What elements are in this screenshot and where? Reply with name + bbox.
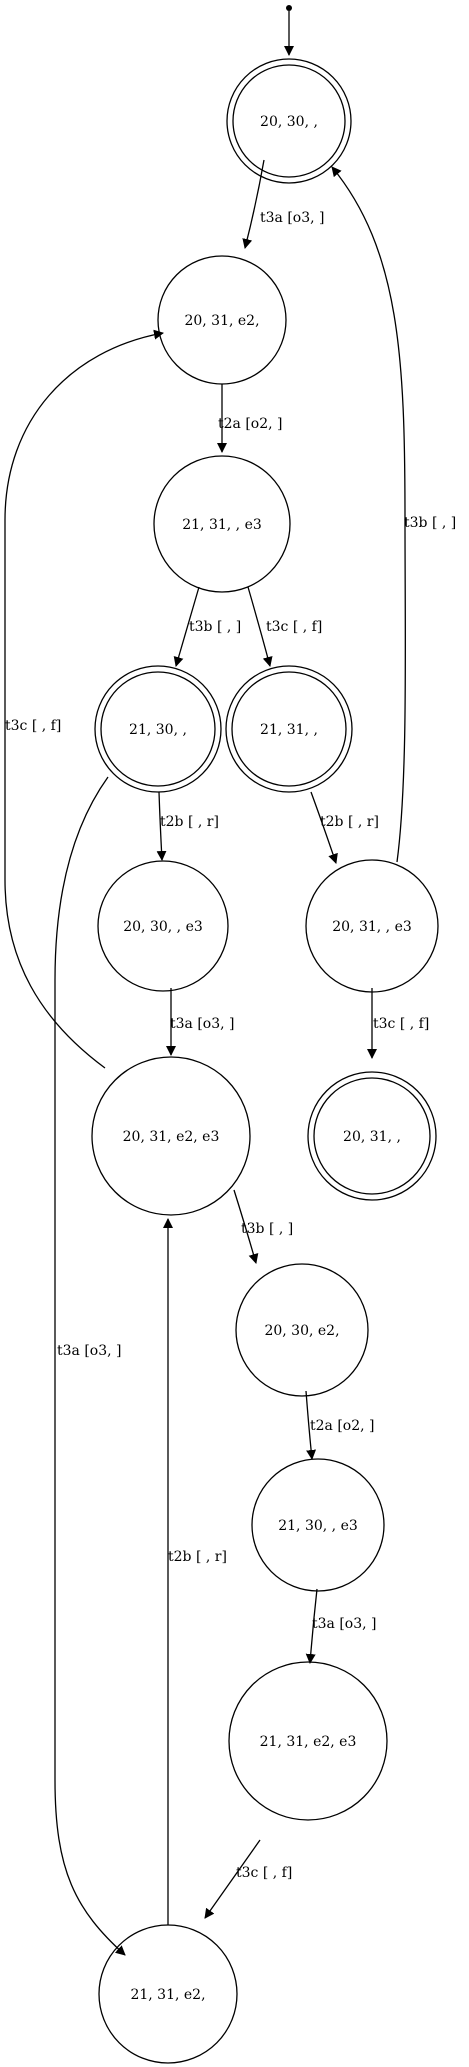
state-label: 20, 31, , e3: [332, 919, 412, 935]
edge-e10: t3c [ , f]: [4, 329, 164, 1069]
state-label: 20, 31, e2,: [184, 313, 259, 329]
edge-e6: t2b [ , r]: [310, 791, 379, 864]
state-n4: 21, 30, ,: [94, 665, 222, 793]
state-n1: 20, 30, ,: [226, 58, 352, 184]
edge-e7: t3b [ , ]: [331, 166, 456, 863]
edge-label: t3a [o3, ]: [260, 210, 325, 226]
edge-label: t2a [o2, ]: [218, 416, 283, 432]
edge-e13: t2a [o2, ]: [305, 1390, 375, 1460]
edge-e15: t3c [ , f]: [204, 1839, 292, 1919]
state-n5: 21, 31, ,: [225, 665, 353, 793]
edge-label: t2b [ , r]: [168, 1549, 227, 1565]
edge-e12: t3b [ , ]: [233, 1189, 293, 1264]
edge-e1: t3a [o3, ]: [242, 159, 325, 249]
state-label: 20, 31, e2, e3: [123, 1129, 220, 1145]
state-n3: 21, 31, , e3: [153, 455, 291, 593]
edge-label: t3c [ , f]: [5, 718, 61, 734]
state-n10: 20, 30, e2,: [235, 1263, 369, 1397]
state-n8: 20, 31, e2, e3: [91, 1056, 251, 1216]
edge-e5: t2b [ , r]: [156, 791, 219, 861]
state-n11: 21, 30, , e3: [251, 1458, 385, 1592]
edge-e8: t3c [ , f]: [367, 988, 429, 1059]
state-n7: 20, 31, , e3: [305, 859, 439, 993]
state-n2: 20, 31, e2,: [157, 255, 287, 385]
edge-e3: t3b [ , ]: [173, 586, 241, 667]
state-label: 20, 30, , e3: [123, 919, 203, 935]
edge-label: t3c [ , f]: [266, 619, 322, 635]
edge-label: t3b [ , ]: [241, 1221, 293, 1237]
state-n9: 20, 31, ,: [307, 1071, 437, 1201]
edge-e14: t3a [o3, ]: [305, 1588, 377, 1664]
state-label: 20, 31, ,: [343, 1129, 401, 1145]
edge-label: t2b [ , r]: [160, 814, 219, 830]
edge-e9: t3a [o3, ]: [166, 988, 235, 1056]
edge-e2: t2a [o2, ]: [217, 384, 283, 453]
state-label: 21, 31, , e3: [182, 517, 262, 533]
edge-label: t3a [o3, ]: [312, 1616, 377, 1632]
edge-label: t3c [ , f]: [236, 1865, 292, 1881]
start-marker: [284, 5, 294, 56]
edge-label: t2b [ , r]: [320, 814, 379, 830]
state-label: 21, 31, e2,: [130, 1987, 205, 2003]
state-label: 20, 30, e2,: [264, 1323, 339, 1339]
state-label: 21, 31, e2, e3: [260, 1734, 357, 1750]
state-label: 21, 30, ,: [129, 722, 187, 738]
edge-label: t3b [ , ]: [189, 619, 241, 635]
edge-e11: t3a [o3, ]: [54, 776, 126, 1956]
state-n6: 20, 30, , e3: [97, 860, 229, 992]
state-label: 21, 30, , e3: [278, 1518, 358, 1534]
edge-label: t3a [o3, ]: [170, 1016, 235, 1032]
edge-e4: t3c [ , f]: [247, 586, 322, 667]
edge-label: t3b [ , ]: [404, 515, 456, 531]
edge-label: t3a [o3, ]: [57, 1343, 122, 1359]
edge-label: t3c [ , f]: [373, 1016, 429, 1032]
edge-e16: t2b [ , r]: [163, 1218, 227, 1925]
edge-label: t2a [o2, ]: [310, 1418, 375, 1434]
state-n12: 21, 31, e2, e3: [228, 1661, 388, 1821]
state-label: 21, 31, ,: [260, 722, 318, 738]
state-n13: 21, 31, e2,: [98, 1924, 238, 2064]
state-label: 20, 30, ,: [260, 114, 318, 130]
